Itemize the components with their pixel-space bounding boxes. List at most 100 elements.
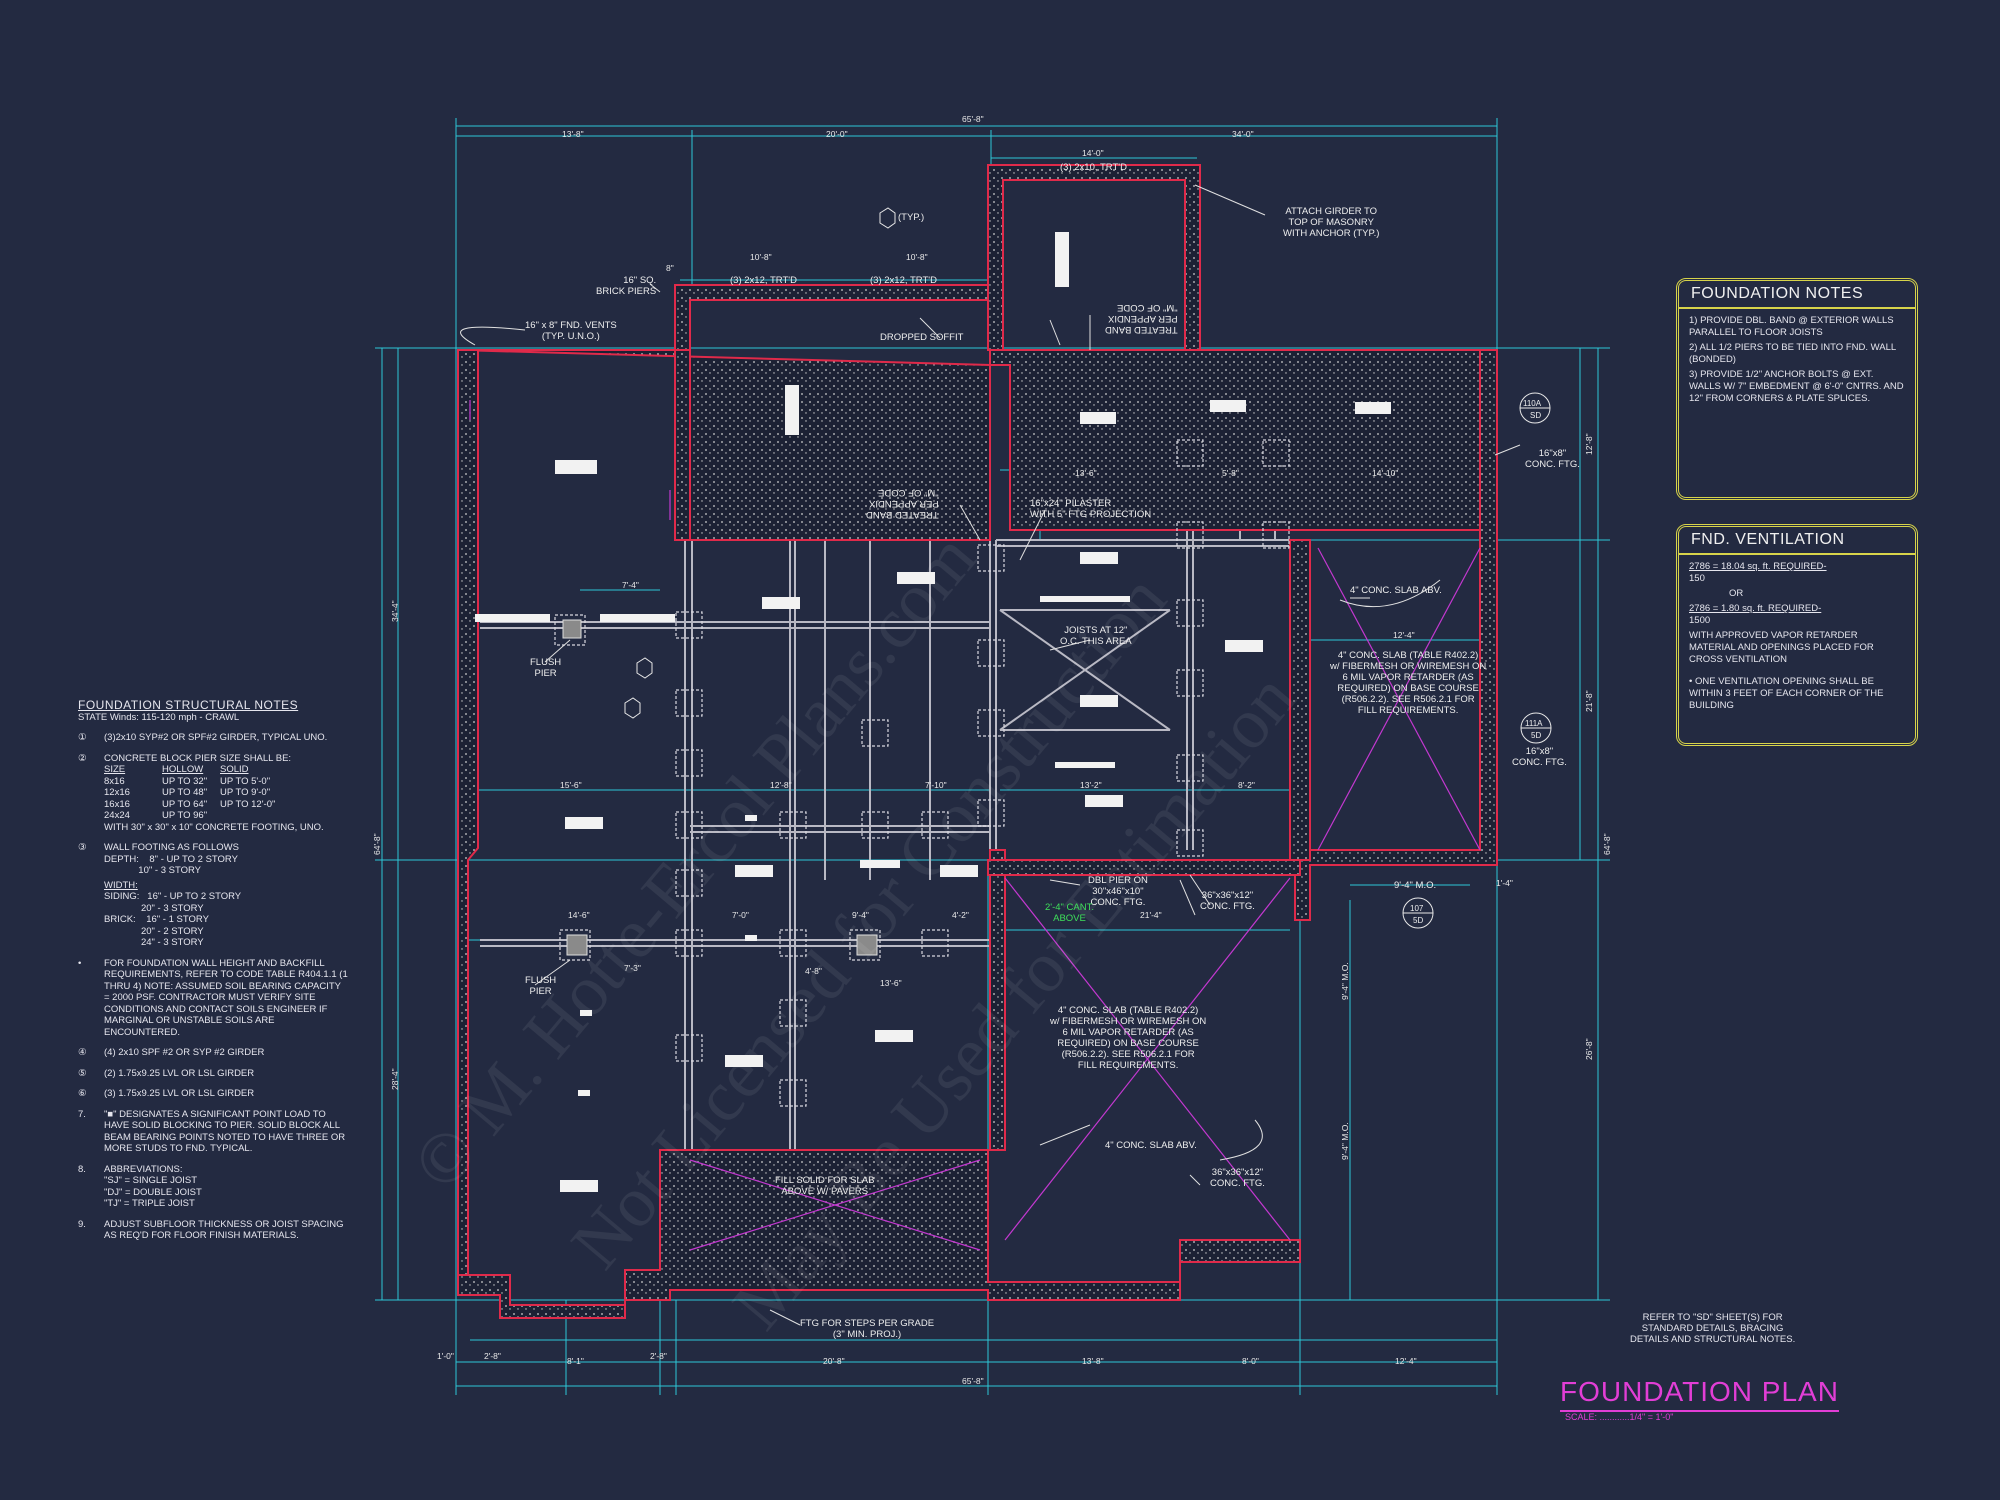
foundation-notes-panel: FOUNDATION NOTES 1) PROVIDE DBL. BAND @ … <box>1676 278 1918 500</box>
structural-note: WALL FOOTING AS FOLLOWS <box>104 842 239 853</box>
table-cell: UP TO 64" <box>162 798 208 810</box>
dimension-text: 13'-8" <box>562 129 584 139</box>
opening-label: 9'-4" M.O. <box>1340 1122 1350 1160</box>
table-header: HOLLOW <box>162 764 204 775</box>
section-tag-label: 5D <box>1413 916 1424 925</box>
section-tag-label: 110A <box>1523 399 1542 408</box>
footing-depth: DEPTH: 8" - UP TO 2 STORY 10" - 3 STORY <box>104 853 238 877</box>
girder-label: (3) 2x12, TRT'D <box>730 275 797 286</box>
footing-siding: SIDING: 16" - UP TO 2 STORY 20" - 3 STOR… <box>104 891 242 914</box>
typ-label: (TYP.) <box>898 212 925 223</box>
flush-pier-label: FLUSH PIER <box>530 657 562 679</box>
dimension-text: 20'-8" <box>823 1356 845 1366</box>
ventilation-line: 1500 <box>1689 615 1711 626</box>
dimension-text: 7'-4" <box>622 580 639 590</box>
dimension-text: 21'-4" <box>1140 910 1162 920</box>
ventilation-line: 2786 = 1.80 sq. ft. REQUIRED- <box>1689 603 1822 614</box>
note-number: 9. <box>78 1218 86 1230</box>
structural-notes-subtitle: STATE Winds: 115-120 mph - CRAWL <box>78 711 240 723</box>
pilaster-label: 16"x24" PILASTER WITH 5" FTG PROJECTION <box>1030 498 1152 520</box>
footing-label: 16"x8" CONC. FTG. <box>1525 448 1580 470</box>
dimension-text: 8'-1" <box>567 1356 584 1366</box>
foundation-notes-title: FOUNDATION NOTES <box>1679 281 1915 309</box>
dimension-text: 14'-10" <box>1372 468 1399 478</box>
leader-lines <box>460 184 1521 1326</box>
section-tag-label: 111A <box>1525 719 1543 728</box>
dimension-text: 7'-10" <box>925 780 947 790</box>
ventilation-line: 150 <box>1689 573 1705 584</box>
dimension-text: 13'-2" <box>1080 780 1102 790</box>
dimension-text: 1'-0" <box>437 1351 454 1361</box>
dimension-text: 1'-4" <box>1496 878 1513 888</box>
steps-footing-label: FTG FOR STEPS PER GRADE (3" MIN. PROJ.) <box>800 1318 935 1340</box>
dimension-text: 8'-2" <box>1238 780 1255 790</box>
table-cell <box>220 810 278 822</box>
dimension-text: 13'-6" <box>880 978 902 988</box>
table-cell: 24x24 <box>104 810 130 821</box>
abbreviation: "TJ" = TRIPLE JOIST <box>104 1198 195 1209</box>
vents-label: 16" x 8" FND. VENTS (TYP. U.N.O.) <box>525 320 617 342</box>
table-cell: 12x16 <box>104 787 130 798</box>
ventilation-list: 2786 = 18.04 sq. ft. REQUIRED- 150 OR 27… <box>1679 555 1915 721</box>
slab-spec-label: 4" CONC. SLAB (TABLE R402.2) w/ FIBERMES… <box>1330 650 1487 716</box>
footing-label: 16"x8" CONC. FTG. <box>1512 746 1567 768</box>
foundation-note: 1) PROVIDE DBL. BAND @ EXTERIOR WALLS PA… <box>1689 315 1894 338</box>
opening-label: 9'-4" M.O. <box>1394 880 1437 891</box>
slab-above-label: 4" CONC. SLAB ABV. <box>1350 585 1442 596</box>
dimension-text: 7'-0" <box>732 910 749 920</box>
table-cell: UP TO 9'-0" <box>220 787 271 798</box>
dimension-text: 20'-0" <box>826 129 848 139</box>
structural-note: "■" DESIGNATES A SIGNIFICANT POINT LOAD … <box>104 1108 346 1155</box>
dimension-text: 2'-8" <box>650 1351 667 1361</box>
table-header: SIZE <box>104 764 126 775</box>
abbreviation: "DJ" = DOUBLE JOIST <box>104 1186 202 1198</box>
section-tag-label: 5D <box>1531 731 1542 740</box>
dimension-text: 13'-8" <box>1082 1356 1104 1366</box>
dimension-text: 9'-4" <box>852 910 869 920</box>
ventilation-line: 2786 = 18.04 sq. ft. REQUIRED- <box>1689 561 1827 572</box>
table-header: SOLID <box>220 764 249 775</box>
dimension-text: 8'-0" <box>1242 1356 1259 1366</box>
dimension-text: 64'-8" <box>372 833 382 855</box>
brick-piers-label: 16" SQ. BRICK PIERS <box>596 275 657 297</box>
sheet-scale: SCALE: ............1/4" = 1'-0" <box>1565 1412 1674 1422</box>
foundation-walls <box>457 164 1498 1319</box>
table-cell: UP TO 32" <box>162 775 208 787</box>
note-number: ③ <box>78 842 87 853</box>
dimension-text: 26'-8" <box>1584 1038 1594 1060</box>
dimension-text: 4'-8" <box>805 966 822 976</box>
structural-notes: FOUNDATION STRUCTURAL NOTES STATE Winds:… <box>78 699 348 1242</box>
ventilation-line: • ONE VENTILATION OPENING SHALL BE WITHI… <box>1689 676 1884 711</box>
girder-label: (3) 2x12, TRT'D <box>870 275 937 286</box>
structural-note: ABBREVIATIONS: <box>104 1163 183 1175</box>
bullet: • <box>78 957 82 969</box>
ventilation-line: WITH APPROVED VAPOR RETARDER MATERIAL AN… <box>1689 630 1874 665</box>
note-number: ② <box>78 752 87 764</box>
table-cell: UP TO 48" <box>162 787 208 798</box>
flush-piers <box>562 619 878 956</box>
table-cell: 16x16 <box>104 798 130 810</box>
note-number: 8. <box>78 1163 86 1175</box>
dimension-text: 14'-6" <box>568 910 590 920</box>
girder-label: (3) 2x10, TRT'D <box>1060 162 1127 173</box>
note-number: ⑤ <box>78 1067 87 1079</box>
structural-note: (4) 2x10 SPF #2 OR SYP #2 GIRDER <box>104 1047 265 1058</box>
ventilation-line: OR <box>1729 588 1744 599</box>
double-pier-label: DBL PIER ON 30"x46"x10" CONC. FTG. <box>1088 875 1148 908</box>
dimension-text: 21'-8" <box>1584 690 1594 712</box>
dimension-text: 12'-8" <box>770 780 792 790</box>
slab-areas <box>469 400 1481 1251</box>
dimension-text: 28'-4" <box>390 1068 400 1090</box>
piers <box>554 439 1290 1107</box>
structural-note: (2) 1.75x9.25 LVL OR LSL GIRDER <box>104 1067 255 1079</box>
ventilation-panel: FND. VENTILATION 2786 = 18.04 sq. ft. RE… <box>1676 524 1918 746</box>
opening-label: 9'-4" M.O. <box>1340 962 1350 1000</box>
note-number: ⑥ <box>78 1088 87 1099</box>
dimension-text: 13'-6" <box>1075 468 1097 478</box>
attach-girder-label: ATTACH GIRDER TO TOP OF MASONRY WITH ANC… <box>1283 206 1380 239</box>
footing-brick: BRICK: 16" - 1 STORY 20" - 2 STORY 24" -… <box>104 914 209 948</box>
cantilever-label: 2'-4" CANT. ABOVE <box>1045 902 1095 924</box>
flush-pier-label: FLUSH PIER <box>525 975 557 997</box>
dimension-text: 10'-8" <box>750 252 772 262</box>
